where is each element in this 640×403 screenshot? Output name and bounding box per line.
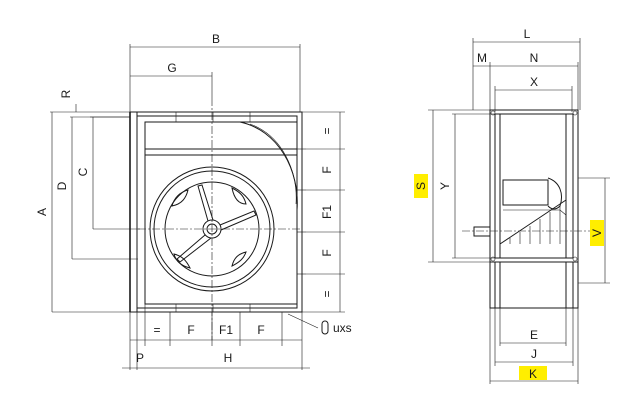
base-frame <box>489 261 579 309</box>
motor <box>502 179 549 206</box>
label-uxs: uxs <box>333 321 352 335</box>
label-D: D <box>55 181 69 190</box>
label-F1-bottom: F1 <box>219 323 233 337</box>
label-C: C <box>76 167 90 176</box>
slot-icon <box>321 320 329 335</box>
mount-lug <box>171 189 189 207</box>
bottom-dimension-chain <box>122 304 310 370</box>
right-dimension-chain <box>300 111 345 313</box>
label-P: P <box>136 351 144 365</box>
label-F-right-lower: F <box>320 249 334 256</box>
label-eq-bottom: = <box>153 323 160 337</box>
label-E: E <box>530 328 538 342</box>
label-eq-top: = <box>320 127 334 134</box>
mount-lug <box>231 251 247 267</box>
highlight-V <box>590 220 604 246</box>
spoke <box>197 184 214 222</box>
mount-lug <box>231 187 247 205</box>
label-J: J <box>531 347 537 361</box>
label-N: N <box>530 51 539 65</box>
label-V: V <box>590 229 604 237</box>
label-R: R <box>59 89 73 98</box>
spoke <box>219 210 257 231</box>
label-M: M <box>477 51 487 65</box>
label-L: L <box>524 27 531 41</box>
label-F-bottom-left: F <box>187 323 194 337</box>
label-K: K <box>529 367 537 381</box>
label-F-right-upper: F <box>320 166 334 173</box>
highlight-S <box>414 174 428 198</box>
side-view: L M N X S Y <box>414 27 610 384</box>
label-F1-right: F1 <box>320 205 334 219</box>
highlight-K <box>519 366 547 380</box>
shaft <box>473 226 491 237</box>
flange-marks <box>175 112 306 312</box>
label-X: X <box>530 75 538 89</box>
label-eq-bottom-right: = <box>320 290 334 297</box>
label-G: G <box>167 61 176 75</box>
scroll-casing <box>239 121 298 211</box>
label-B: B <box>212 32 220 46</box>
label-Y: Y <box>438 182 452 190</box>
label-A: A <box>35 208 49 216</box>
front-view: B G R A D C <box>35 32 352 370</box>
mount-lug <box>173 253 191 269</box>
uxs-leader <box>287 313 319 329</box>
spoke <box>176 234 212 263</box>
label-S: S <box>414 182 428 190</box>
label-F-bottom-right: F <box>257 323 264 337</box>
label-H: H <box>224 351 233 365</box>
